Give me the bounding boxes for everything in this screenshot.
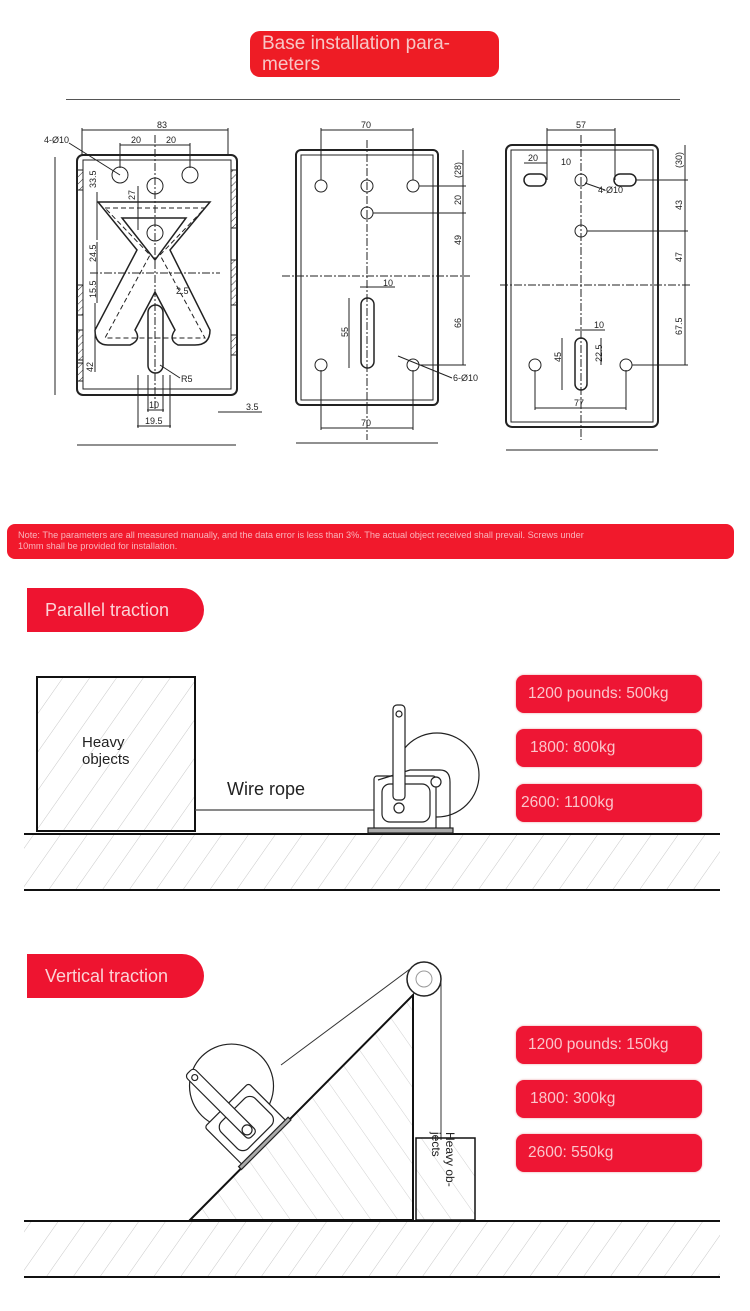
note-line-1: Note: The parameters are all measured ma… xyxy=(18,530,584,540)
dim-20a: 20 xyxy=(131,135,141,145)
object-label-1: Heavy xyxy=(82,734,125,751)
dim-10-mid: 10 xyxy=(383,278,393,288)
note-line-2: 10mm shall be provided for installation. xyxy=(18,541,178,551)
dim-67-5: 67.5 xyxy=(674,317,684,335)
dim-55: 55 xyxy=(340,327,350,337)
dim-10-right-slot: 10 xyxy=(594,320,604,330)
hanging-object-box xyxy=(415,1137,476,1221)
dim-15-5: 15.5 xyxy=(88,280,98,298)
drawing-left-plate xyxy=(54,128,262,446)
base-drawings: 83 20 20 4-Ø10 33.5 27 24.5 15.5 2.5 42 … xyxy=(44,120,690,451)
dim-24-5: 24.5 xyxy=(88,244,98,262)
winch-icon-inclined xyxy=(185,1043,292,1171)
dim-19-5: 19.5 xyxy=(145,416,163,426)
dim-20b: 20 xyxy=(166,135,176,145)
capacity-vertical-1800: 1800: 300kg xyxy=(516,1080,702,1118)
dim-70-bottom: 70 xyxy=(361,418,371,428)
winch-icon xyxy=(367,704,480,834)
dim-45: 45 xyxy=(553,352,563,362)
dim-47: 47 xyxy=(674,252,684,262)
dim-22-5: 22.5 xyxy=(594,344,604,362)
dim-70-top: 70 xyxy=(361,120,371,130)
dim-49: 49 xyxy=(453,235,463,245)
capacity-vertical-1200: 1200 pounds: 150kg xyxy=(516,1026,702,1064)
capacity-parallel-2600: 2600: 1100kg xyxy=(516,784,702,822)
dim-10: 10 xyxy=(149,400,159,410)
measurement-note: Note: The parameters are all measured ma… xyxy=(7,524,734,559)
dim-66: 66 xyxy=(453,318,463,328)
wire-rope-label: Wire rope xyxy=(227,779,305,799)
divider xyxy=(66,99,680,100)
drawing-middle-plate xyxy=(282,128,470,444)
hanging-object-label-1: Heavy ob- xyxy=(443,1132,457,1187)
drawing-right-plate xyxy=(500,128,690,451)
capacity-parallel-1200: 1200 pounds: 500kg xyxy=(516,675,702,713)
holes-label-right: 4-Ø10 xyxy=(598,185,623,195)
dim-57: 57 xyxy=(576,120,586,130)
dim-r5: R5 xyxy=(181,374,193,384)
dim-2-5: 2.5 xyxy=(176,286,189,296)
dim-10-right: 10 xyxy=(561,157,571,167)
holes-label-mid: 6-Ø10 xyxy=(453,373,478,383)
section-title-base-installation: Base installation para- meters xyxy=(250,31,499,77)
dim-30: (30) xyxy=(674,152,684,168)
dim-3-5: 3.5 xyxy=(246,402,259,412)
dim-33-5: 33.5 xyxy=(88,170,98,188)
dim-20-mid: 20 xyxy=(453,195,463,205)
title-line-2: meters xyxy=(262,54,321,75)
holes-label-left: 4-Ø10 xyxy=(44,135,69,145)
dim-27: 27 xyxy=(127,190,137,200)
section-title-vertical: Vertical traction xyxy=(27,954,204,998)
dim-83: 83 xyxy=(157,120,167,130)
pulley-icon xyxy=(406,961,442,997)
dim-20-right: 20 xyxy=(528,153,538,163)
parallel-traction-diagram: Heavy objects Wire rope xyxy=(24,676,720,891)
capacity-parallel-1800: 1800: 800kg xyxy=(516,729,702,767)
title-line-1: Base installation para- xyxy=(262,33,450,54)
vertical-traction-diagram: Heavy ob- jects xyxy=(24,961,720,1278)
hanging-object-label-2: jects xyxy=(429,1131,443,1157)
capacity-vertical-2600: 2600: 550kg xyxy=(516,1134,702,1172)
object-label-2: objects xyxy=(82,751,130,768)
dim-77: 77 xyxy=(574,398,584,408)
dim-42: 42 xyxy=(85,362,95,372)
dim-28: (28) xyxy=(453,162,463,178)
section-title-parallel: Parallel traction xyxy=(27,588,204,632)
dim-43: 43 xyxy=(674,200,684,210)
heavy-object-box xyxy=(36,676,196,832)
